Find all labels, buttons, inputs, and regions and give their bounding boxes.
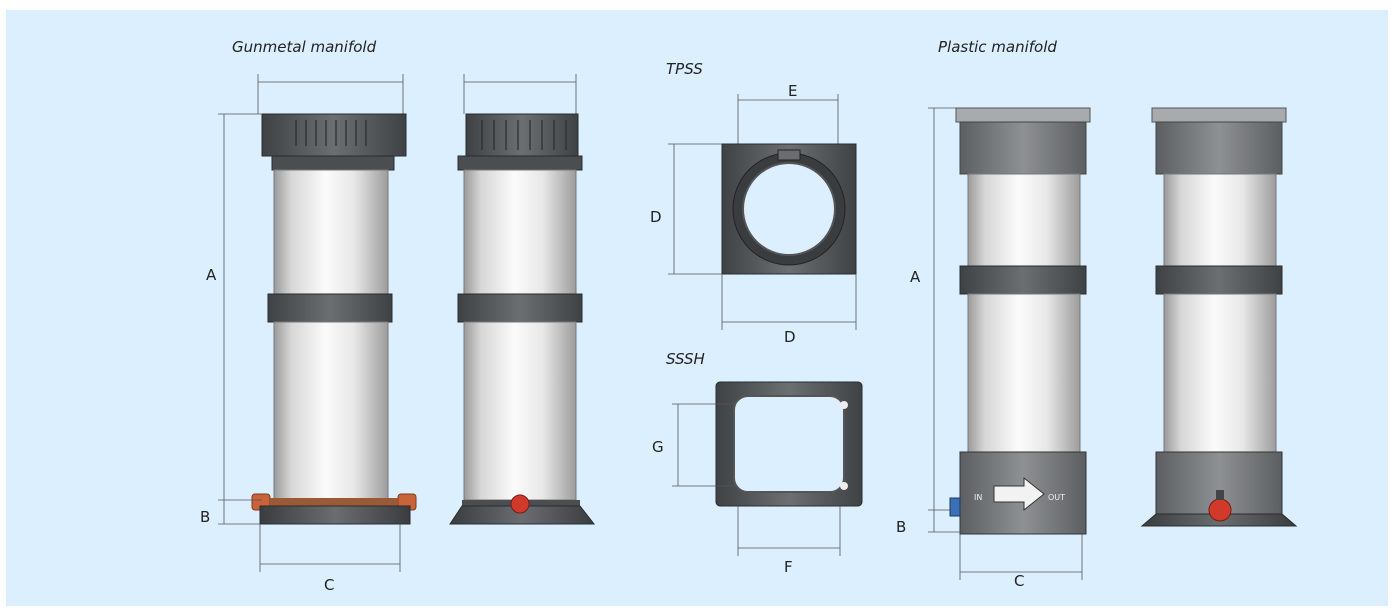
label-c-left: C	[324, 576, 334, 594]
label-a-right: A	[910, 268, 921, 286]
plastic-unit-front: IN OUT	[928, 107, 1091, 580]
diagram-canvas: Gunmetal manifold Plastic manifold TPSS …	[6, 10, 1388, 606]
in-tag: IN	[974, 493, 982, 502]
label-c-right: C	[1014, 572, 1024, 590]
label-g-left: G	[652, 438, 664, 456]
out-tag: OUT	[1048, 493, 1065, 502]
title-tpss: TPSS	[666, 60, 703, 78]
tpss-cover	[668, 94, 857, 330]
title-sssh: SSSH	[666, 350, 705, 368]
gunmetal-unit-side	[449, 74, 596, 525]
title-gunmetal: Gunmetal manifold	[232, 38, 377, 56]
technical-drawing: Gunmetal manifold Plastic manifold TPSS …	[200, 38, 1298, 594]
label-d-left: D	[650, 208, 662, 226]
title-plastic: Plastic manifold	[938, 38, 1057, 56]
sssh-cover	[672, 381, 863, 556]
gunmetal-unit-left	[218, 74, 417, 572]
label-e-top: E	[788, 82, 797, 100]
label-d-bottom: D	[784, 328, 796, 346]
label-b-right: B	[896, 518, 906, 536]
label-f-bottom: F	[784, 558, 793, 576]
label-a-left: A	[206, 266, 217, 284]
label-b-left: B	[200, 508, 210, 526]
plastic-unit-side	[1140, 107, 1298, 527]
